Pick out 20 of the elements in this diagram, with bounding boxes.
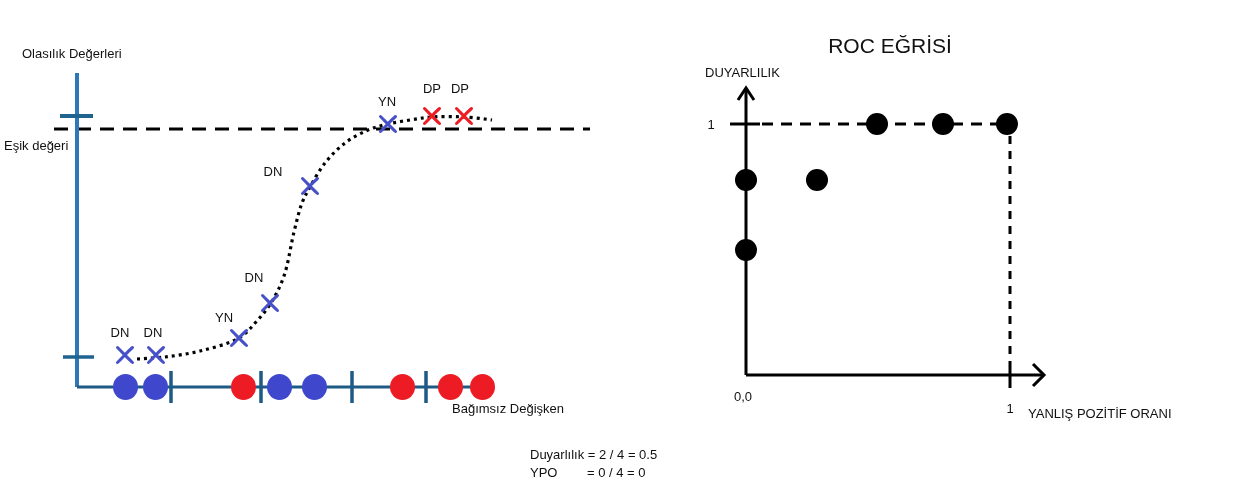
point-label: DP (450, 80, 470, 96)
chart-title: ROC EĞRİSİ (828, 32, 952, 58)
axis-title: YANLIŞ POZİTİF ORANI (1028, 405, 1172, 421)
point-label: DN (263, 163, 283, 179)
tick-label: 1 (1006, 400, 1014, 416)
point-label: YN (377, 93, 397, 109)
formula-text: Duyarlılık = 2 / 4 = 0.5 (530, 446, 658, 462)
axis-title: Olasılık Değerleri (22, 45, 122, 61)
threshold-label: Eşik değeri (4, 137, 69, 153)
formula-text: YPO (530, 464, 558, 480)
point-label: DP (422, 80, 442, 96)
tick-label: 0,0 (733, 388, 753, 404)
point-label: DN (244, 269, 264, 285)
point-label: DN (110, 324, 130, 340)
tick-label: 1 (707, 116, 715, 132)
point-label: DN (143, 324, 163, 340)
point-label: YN (214, 309, 234, 325)
axis-title: DUYARLILIK (705, 64, 780, 80)
axis-title: Bağımsız Değişken (452, 400, 564, 416)
formula-text: = 0 / 4 = 0 (587, 464, 646, 480)
